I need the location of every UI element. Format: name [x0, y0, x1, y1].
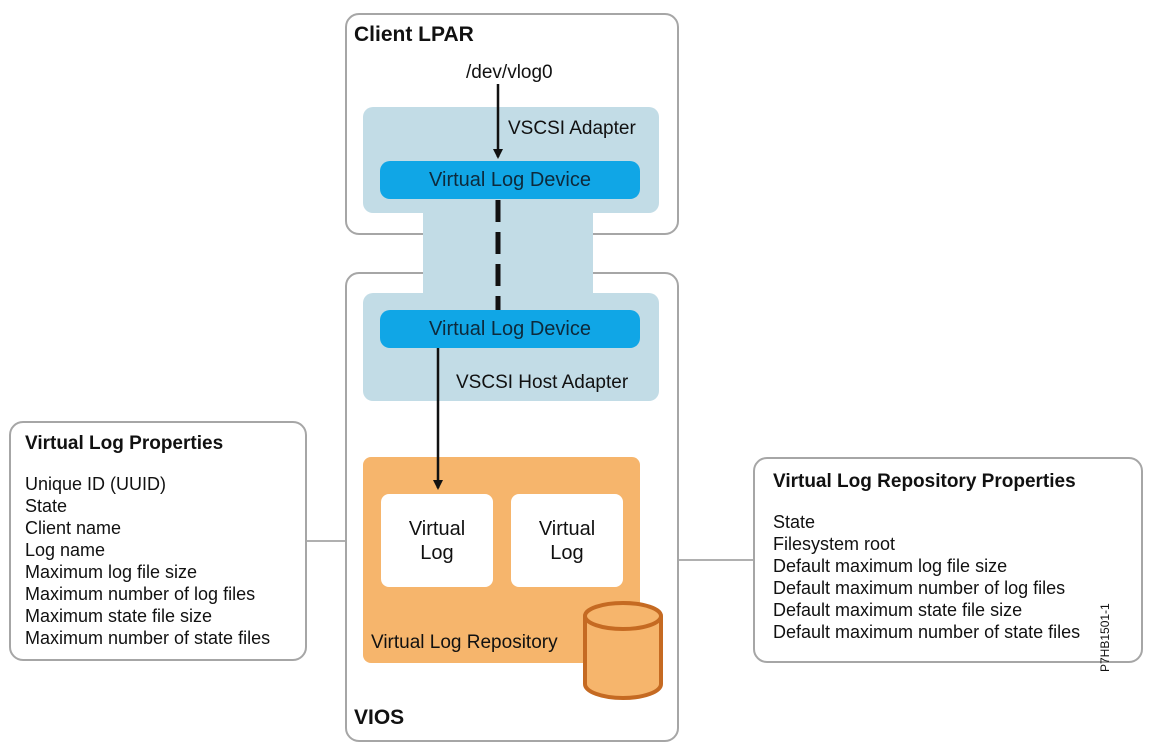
list-item: State — [773, 512, 816, 532]
list-item: State — [25, 496, 68, 516]
vscsi-adapter-label: VSCSI Adapter — [508, 118, 636, 139]
virtual-log-properties-title: Virtual Log Properties — [25, 433, 224, 454]
list-item: Default maximum state file size — [773, 600, 1023, 620]
list-item: Client name — [25, 518, 122, 538]
list-item: Log name — [25, 540, 106, 560]
virtual-log-properties-list: Unique ID (UUID) State Client name Log n… — [25, 473, 291, 649]
vios-virtual-log-device: Virtual Log Device — [380, 310, 640, 348]
list-item: Maximum state file size — [25, 606, 213, 626]
adapter-bridge — [423, 205, 593, 305]
list-item: Default maximum log file size — [773, 556, 1008, 576]
repository-label: Virtual Log Repository — [371, 632, 558, 653]
list-item: Maximum number of state files — [25, 628, 271, 648]
list-item: Unique ID (UUID) — [25, 474, 167, 494]
vios-title: VIOS — [354, 706, 405, 729]
repository-properties-box: Virtual Log Repository Properties State … — [753, 457, 1143, 663]
list-item: Filesystem root — [773, 534, 896, 554]
virtual-log: Virtual Log — [511, 494, 623, 587]
client-virtual-log-device: Virtual Log Device — [380, 161, 640, 199]
vscsi-host-adapter-label: VSCSI Host Adapter — [456, 372, 629, 393]
figure-id: P7HB1501-1 — [1098, 603, 1112, 672]
repository-properties-title: Virtual Log Repository Properties — [773, 471, 1076, 492]
list-item: Default maximum number of state files — [773, 622, 1081, 642]
database-icon — [583, 601, 663, 700]
list-item: Maximum log file size — [25, 562, 198, 582]
repository-properties-list: State Filesystem root Default maximum lo… — [773, 511, 1123, 643]
list-item: Maximum number of log files — [25, 584, 256, 604]
list-item: Default maximum number of log files — [773, 578, 1066, 598]
client-lpar-title: Client LPAR — [354, 23, 474, 46]
virtual-log-properties-box: Virtual Log Properties Unique ID (UUID) … — [9, 421, 307, 661]
virtual-log: Virtual Log — [381, 494, 493, 587]
device-path-label: /dev/vlog0 — [466, 62, 553, 83]
